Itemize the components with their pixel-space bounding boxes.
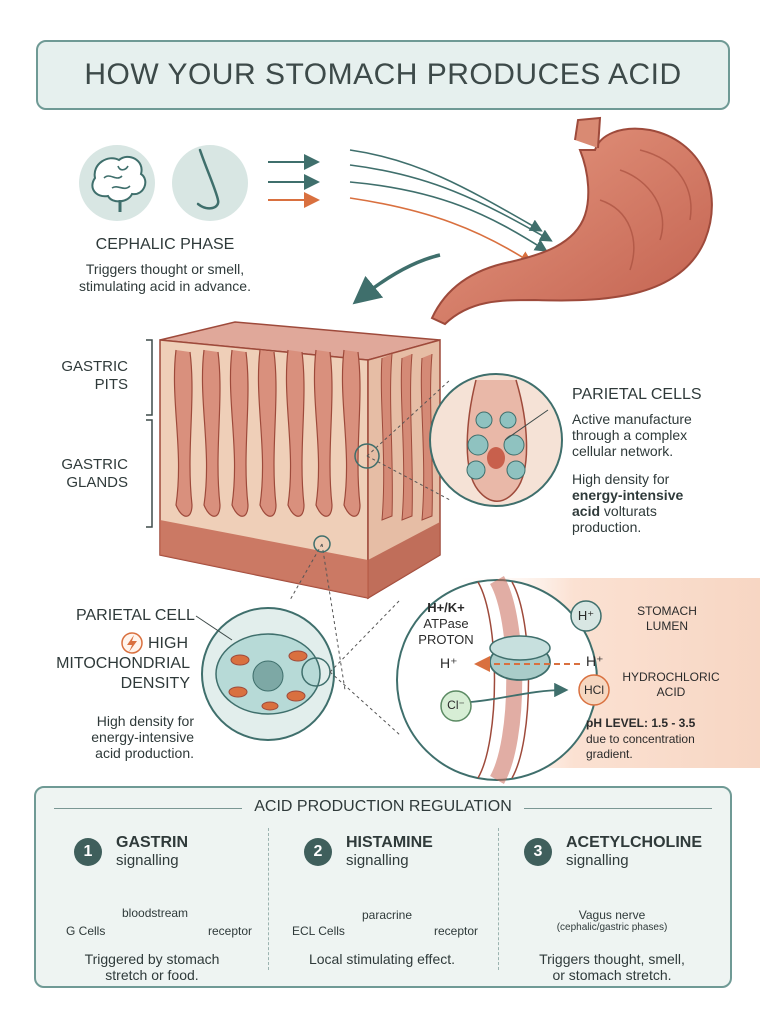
- signal-arrows: [268, 149, 553, 305]
- parietal-cells-line5: energy-intensive: [572, 487, 684, 503]
- pump-hcl: HCl: [584, 683, 604, 697]
- gastric-glands-label-2: GLANDS: [66, 474, 128, 491]
- step-1-badge: 1: [74, 838, 102, 866]
- nose-icon: [172, 145, 248, 221]
- step-2-desc1: Local stimulating effect.: [308, 951, 456, 967]
- acid-label-1: HYDROCHLORIC: [622, 670, 720, 684]
- proton-pump-panel: [396, 576, 760, 784]
- gastric-pits-label-1: GASTRIC: [61, 358, 128, 375]
- step-1-title: GASTRIN: [116, 834, 188, 851]
- pump-h-left: H⁺: [440, 655, 458, 671]
- step-3-mid2: (cephalic/gastric phases): [556, 922, 668, 933]
- parietal-cells-magnifier: [354, 373, 563, 507]
- step-2-sub: signalling: [346, 852, 409, 869]
- brain-icon: [79, 145, 155, 221]
- lumen-label-1: STOMACH: [637, 604, 697, 618]
- cephalic-line2: stimulating acid in advance.: [79, 278, 251, 294]
- step-2-mid: paracrine: [362, 908, 413, 922]
- cephalic-line1: Triggers thought or smell,: [85, 261, 245, 277]
- gastric-pit: [313, 349, 333, 517]
- parietal-cell-high: HIGH: [148, 635, 188, 652]
- step-3-badge: 3: [524, 838, 552, 866]
- title-banner: HOW YOUR STOMACH PRODUCES ACID: [36, 40, 730, 110]
- cephalic-heading: CEPHALIC PHASE: [95, 236, 235, 253]
- regulation-heading-wrap: ACID PRODUCTION REGULATION: [36, 798, 730, 816]
- parietal-cell-density: DENSITY: [120, 675, 190, 692]
- parietal-cells-line6-bold: acid: [572, 503, 601, 519]
- step-2-left: ECL Cells: [292, 924, 345, 938]
- column-divider: [268, 828, 269, 970]
- step-1-desc1: Triggered by stomach: [84, 951, 220, 967]
- gastric-glands-label-1: GASTRIC: [61, 456, 128, 473]
- pump-label-2: ATPase: [423, 616, 469, 631]
- parietal-cells-line7: production.: [572, 519, 642, 535]
- gastric-gland: [420, 353, 433, 521]
- step-3-desc1: Triggers thought, smell,: [539, 951, 685, 967]
- ph-line3: gradient.: [586, 747, 633, 761]
- ph-level: pH LEVEL: 1.5 - 3.5: [586, 716, 696, 730]
- column-divider: [498, 828, 499, 970]
- parietal-cells-line3: cellular network.: [572, 443, 674, 459]
- step-3-mid: Vagus nerve: [578, 908, 646, 922]
- gastric-pit: [229, 349, 249, 517]
- gastric-pit: [173, 349, 193, 517]
- step-1-desc2: stretch or food.: [105, 967, 199, 983]
- regulation-heading: ACID PRODUCTION REGULATION: [242, 798, 524, 815]
- pump-h-right: H⁺: [586, 653, 604, 669]
- gastric-pit: [201, 349, 221, 517]
- pump-cl: Cl⁻: [447, 698, 465, 712]
- gastric-pits: [173, 349, 433, 521]
- lumen-label-2: LUMEN: [645, 619, 688, 633]
- gastric-gland: [400, 353, 413, 521]
- parietal-cell-body3: acid production.: [95, 745, 194, 761]
- acid-label-2: ACID: [656, 685, 686, 699]
- parietal-cell-body2: energy-intensive: [91, 729, 194, 745]
- parietal-cells-line2: through a complex: [572, 427, 688, 443]
- parietal-cells-line6: acid volturats: [572, 502, 657, 520]
- stomach-illustration: [430, 116, 713, 326]
- parietal-cells-line4: High density for: [572, 471, 670, 487]
- step-3-desc2: or stomach stretch.: [552, 967, 672, 983]
- pump-label-1: H+/K+: [427, 600, 465, 615]
- step-1-mid: bloodstream: [122, 906, 189, 920]
- step-1-sub: signalling: [116, 852, 179, 869]
- ph-line2: due to concentration: [586, 732, 695, 746]
- step-3-sub: signalling: [566, 852, 629, 869]
- parietal-cells-line1: Active manufacture: [572, 411, 692, 427]
- step-2-right: receptor: [434, 924, 479, 938]
- pump-label-3: PROTON: [418, 632, 474, 647]
- gastric-gland: [380, 353, 393, 521]
- gastric-pit: [257, 349, 277, 517]
- step-3-title: ACETYLCHOLINE: [566, 834, 702, 851]
- step-2-badge: 2: [304, 838, 332, 866]
- step-1-right: receptor: [208, 924, 253, 938]
- step-2-title: HISTAMINE: [346, 834, 433, 851]
- regulation-panel: ACID PRODUCTION REGULATION 1 GASTRIN sig…: [34, 786, 732, 988]
- gastric-pit: [341, 349, 361, 517]
- pump-h-bubble: H⁺: [577, 608, 595, 623]
- parietal-cells-line6-rest: volturats: [600, 503, 657, 519]
- step-1-left: G Cells: [66, 924, 106, 938]
- parietal-cell-magnifier: [195, 535, 401, 741]
- page-title: HOW YOUR STOMACH PRODUCES ACID: [84, 58, 682, 91]
- parietal-cell-mito: MITOCHONDRIAL: [56, 655, 190, 672]
- label-brackets: [146, 339, 153, 528]
- parietal-cell-heading: PARIETAL CELL: [76, 607, 195, 624]
- lightning-icon: [121, 632, 143, 654]
- parietal-cell-body1: High density for: [96, 713, 194, 729]
- gastric-pit: [285, 349, 305, 517]
- parietal-cells-heading: PARIETAL CELLS: [572, 386, 702, 403]
- gastric-pits-label-2: PITS: [94, 376, 128, 393]
